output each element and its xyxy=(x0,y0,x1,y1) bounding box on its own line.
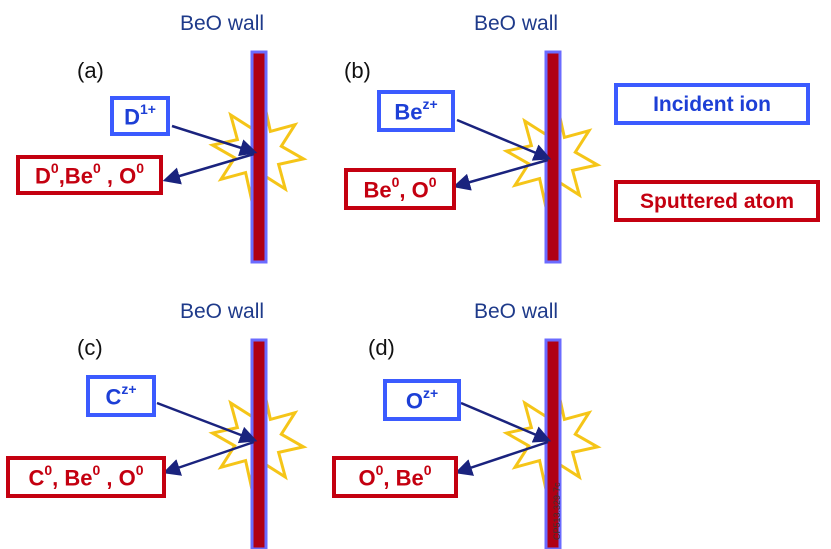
incident-ion-a: D1+ xyxy=(124,100,156,130)
beo-wall-a xyxy=(250,50,268,264)
sputtered-atoms-c: C0, Be0 , O0 xyxy=(28,461,144,491)
sputter-arrow-c xyxy=(162,440,255,476)
sputter-arrow-d xyxy=(454,440,549,476)
sputtered-atom-box-a: D0,Be0 , O0 xyxy=(16,155,163,195)
incident-ion-box-b: Bez+ xyxy=(377,90,455,132)
sputtered-atom-box-d: O0, Be0 xyxy=(332,456,458,498)
figure-id-watermark: CP513.329-7c xyxy=(552,482,562,540)
panel-letter-a: (a) xyxy=(77,58,104,83)
panel-letter-d: (d) xyxy=(368,335,395,360)
incident-ion-box-d: Oz+ xyxy=(383,379,461,421)
legend-incident-ion: Incident ion xyxy=(614,83,810,125)
incident-ion-d: Oz+ xyxy=(405,384,439,414)
sputter-arrow-a xyxy=(162,152,255,185)
incident-ion-box-c: Cz+ xyxy=(86,375,156,417)
panel-letter-c: (c) xyxy=(77,335,103,360)
incident-arrow-a xyxy=(171,124,258,157)
panel-letter-b: (b) xyxy=(344,58,371,83)
wall-label-a: BeO wall xyxy=(180,12,265,35)
incident-arrow-b xyxy=(456,118,552,161)
incident-ion-box-a: D1+ xyxy=(110,96,170,136)
sputter-arrow-b xyxy=(452,158,549,191)
sputtered-atom-box-b: Be0, O0 xyxy=(344,168,456,210)
wall-label-c: BeO wall xyxy=(180,300,265,323)
beo-wall-d xyxy=(544,338,562,549)
incident-ion-b: Bez+ xyxy=(394,95,438,125)
sputtered-atom-box-c: C0, Be0 , O0 xyxy=(6,456,166,498)
sputtered-atoms-a: D0,Be0 , O0 xyxy=(35,159,144,189)
wall-label-b: BeO wall xyxy=(474,12,559,35)
incident-ion-c: Cz+ xyxy=(105,380,137,410)
sputtered-atoms-d: O0, Be0 xyxy=(358,461,432,491)
legend-sputtered-atom: Sputtered atom xyxy=(614,180,820,222)
beo-wall-c xyxy=(250,338,268,549)
incident-arrow-d xyxy=(460,401,552,443)
incident-arrow-c xyxy=(156,401,258,444)
sputtered-atoms-b: Be0, O0 xyxy=(363,173,437,203)
wall-label-d: BeO wall xyxy=(474,300,559,323)
